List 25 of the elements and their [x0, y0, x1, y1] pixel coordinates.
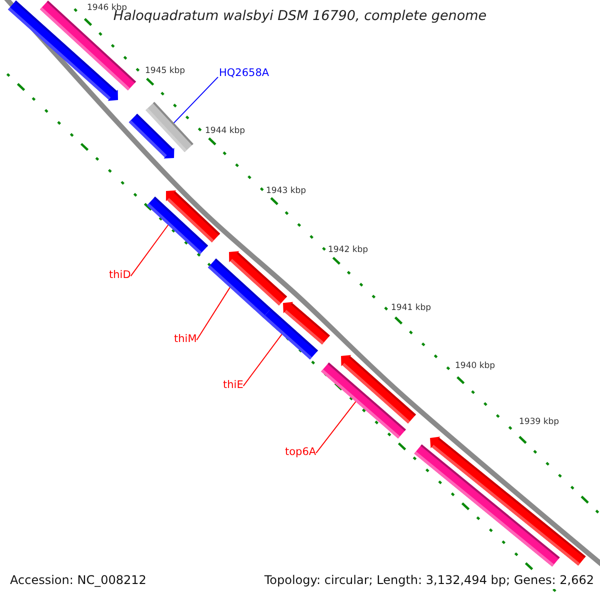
scale-label: 1942 kbp [328, 246, 368, 256]
scale-label: 1941 kbp [391, 304, 432, 314]
gene-feature [128, 114, 174, 158]
leader-line [316, 401, 356, 454]
leader-line [242, 334, 282, 387]
gene-feature [146, 196, 208, 254]
scale-label: 1945 kbp [145, 67, 186, 77]
gene-feature [321, 362, 406, 439]
gene-label: top6A [285, 446, 316, 458]
scale-label: 1940 kbp [455, 362, 496, 372]
gene-feature [414, 444, 560, 567]
leader-line [173, 76, 218, 124]
scale-label: 1944 kbp [205, 127, 246, 137]
gene-label: thiM [174, 333, 197, 346]
leader-line [196, 286, 230, 341]
gene-label: thiD [109, 269, 131, 282]
leader-line [130, 224, 169, 277]
gene-label: HQ2658A [219, 67, 270, 80]
genome-info-text: Topology: circular; Length: 3,132,494 bp; Genes: 2,662 [262, 573, 596, 589]
scale-label: 1943 kbp [266, 187, 306, 197]
accession-text: Accession: NC_008212 [8, 573, 148, 589]
scale-label: 1939 kbp [519, 418, 560, 428]
gene-feature [208, 258, 272, 318]
gene-label: thiE [223, 379, 244, 392]
gene-feature [263, 308, 318, 360]
